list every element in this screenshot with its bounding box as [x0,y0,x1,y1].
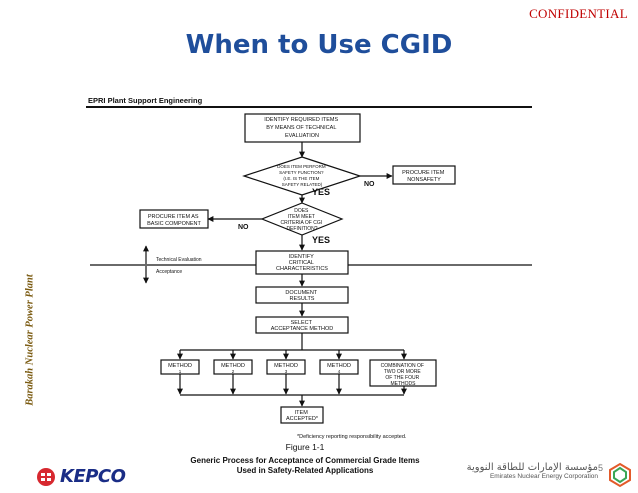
method-label: METHOD [274,363,298,369]
decision-safety-text: DOES ITEM PERFORM SAFETY FUNCTION? (I.E.… [277,164,327,187]
kepco-logo: KEPCO [36,466,126,487]
method-box-2: METHOD 2 [213,359,253,375]
yes-label-2: YES [312,235,330,245]
procure-basic-box [139,209,209,229]
item-accepted-box [280,406,324,424]
identify-critical-text: IDENTIFY CRITICAL CHARACTERISTICS [276,254,328,272]
enec-logo: مؤسسة الإمارات للطاقة النووية Emirates N… [467,462,598,480]
method-box-1: METHOD 1 [160,359,200,375]
enec-english-name: Emirates Nuclear Energy Corporation [489,473,598,480]
combination-box [369,359,437,387]
confidential-label: CONFIDENTIAL [529,6,628,21]
method-label: METHOD [327,363,351,369]
procure-basic-text: PROCURE ITEM AS BASIC COMPONENT [147,214,201,227]
caption-line-1: Generic Process for Acceptance of Commer… [190,456,420,465]
no-label-2: NO [238,224,249,231]
kepco-logo-text: KEPCO [60,466,126,487]
figure-number: Figure 1-1 [286,442,325,452]
method-label: METHOD [221,363,245,369]
enec-arabic-name: مؤسسة الإمارات للطاقة النووية [466,462,598,473]
page-number: 5 [598,463,604,473]
decision-cgi-text: DOES ITEM MEET CRITERIA OF CGI DEFINITIO… [280,208,323,232]
kepco-emblem-icon [37,467,55,486]
identify-items-text: IDENTIFY REQUIRED ITEMS BY MEANS OF TECH… [264,117,339,139]
document-results-text: DOCUMENT RESULTS [285,290,318,302]
combination-text: COMBINATION OF TWO OR MORE OF THE FOUR M… [381,363,426,387]
procure-nonsafety-box [392,165,456,185]
method-box-3: METHOD 3 [266,359,306,375]
method-number: 2 [232,369,235,374]
footnote: *Deficiency reporting responsibility acc… [297,434,407,440]
item-accepted-text: ITEM ACCEPTED* [286,410,319,422]
figure-header: EPRI Plant Support Engineering [88,96,203,105]
slide-title: When to Use CGID [185,30,453,60]
method-number: 1 [179,369,182,374]
technical-evaluation-label: Technical Evaluation [156,257,202,263]
select-method-text: SELECT ACCEPTANCE METHOD [271,320,334,332]
method-label: METHOD [168,363,192,369]
procure-nonsafety-text: PROCURE ITEM NONSAFETY [402,170,446,183]
yes-label-1: YES [312,187,330,197]
caption-line-2: Used in Safety-Related Applications [237,466,374,475]
enec-emblem-icon [609,462,631,488]
method-number: 4 [338,369,341,374]
method-box-4: METHOD 4 [319,359,359,375]
no-label-1: NO [364,181,375,188]
acceptance-label: Acceptance [156,269,182,275]
method-number: 3 [285,369,288,374]
